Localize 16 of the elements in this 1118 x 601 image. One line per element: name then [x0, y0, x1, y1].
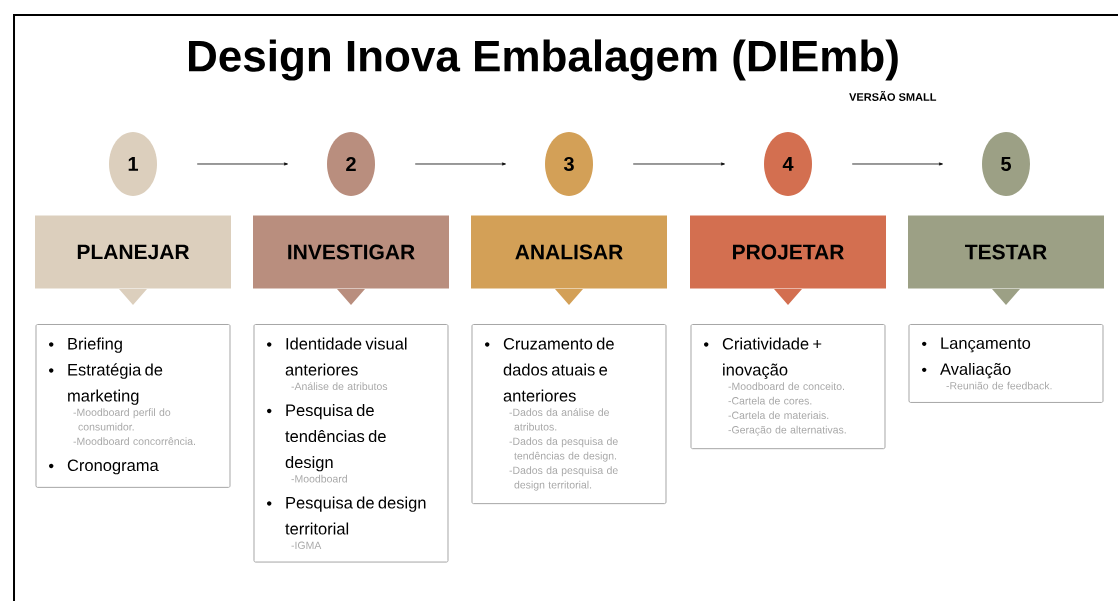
phase-box: PLANEJAR	[35, 215, 231, 305]
phase-box: INVESTIGAR	[253, 215, 449, 305]
list-box: Lançamento Avaliação -Reunião de feedback.	[908, 324, 1104, 403]
list-box: Criatividade + inovação -Moodboard de conceito. -Cartela de cores. -Cartela de materiais. -Geração de alternativas.	[690, 324, 886, 450]
phase-box: ANALISAR	[471, 215, 667, 305]
arrow	[414, 162, 506, 166]
title: Design Inova Embalagem (DIEmb)	[189, 39, 898, 81]
list-box: Identidade visual anteriores -Análise de atributos Pesquisa de tendências de design -Moodboard Pesquisa de design territorial -IGMA	[253, 324, 449, 563]
arrow	[632, 162, 725, 166]
list-box: Briefing Estratégia de marketing -Moodboard perfil do consumidor. -Moodboard concorrência. Cronograma	[35, 324, 231, 488]
phase-box: PROJETAR	[690, 215, 886, 305]
subtitle: VERSÃO SMALL	[849, 91, 937, 101]
phase-box: TESTAR	[908, 215, 1104, 305]
arrow	[851, 162, 943, 166]
list-box: Cruzamento de dados atuais e anteriores -Dados da análise de atributos. -Dados da pesquisa de tendências de design. -Dados da pesquisa de design territorial.	[471, 324, 667, 505]
arrow	[196, 162, 288, 166]
